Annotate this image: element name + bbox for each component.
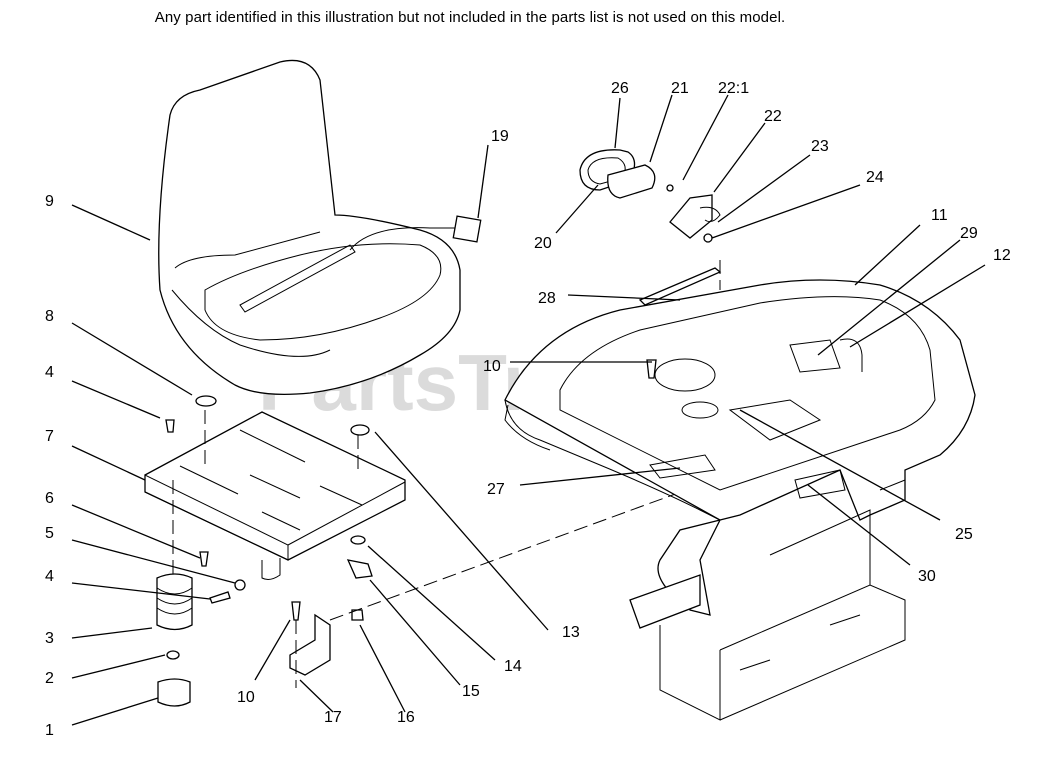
callout-27: 27 xyxy=(487,481,505,498)
callout-25: 25 xyxy=(955,526,973,543)
callout-12: 12 xyxy=(993,247,1011,264)
callout-22-1: 22:1 xyxy=(718,80,749,97)
nut-2 xyxy=(166,650,180,660)
callout-10-lower: 10 xyxy=(237,689,255,706)
callout-7: 7 xyxy=(45,428,54,445)
washer-13 xyxy=(350,424,370,436)
callout-30: 30 xyxy=(918,568,936,585)
callout-3: 3 xyxy=(45,630,54,647)
bolt-4b xyxy=(209,591,231,604)
bolt-4a xyxy=(165,419,175,433)
callout-4-lower: 4 xyxy=(45,568,54,585)
callout-10-upper: 10 xyxy=(483,358,501,375)
callout-labels: 9 8 4 7 6 5 4 3 2 1 19 10 17 16 15 14 13… xyxy=(45,80,1011,739)
callout-15: 15 xyxy=(462,683,480,700)
knob-15 xyxy=(346,559,373,579)
strip-28 xyxy=(638,267,722,306)
frame xyxy=(629,479,906,721)
bolt-10b xyxy=(646,359,657,379)
callout-26: 26 xyxy=(611,80,629,97)
callout-1: 1 xyxy=(45,722,54,739)
callout-11: 11 xyxy=(931,207,948,224)
bolt-10 xyxy=(291,601,301,621)
callout-19: 19 xyxy=(491,128,509,145)
washer-5 xyxy=(234,579,246,591)
spring-3 xyxy=(156,573,193,631)
seat-plate xyxy=(144,411,406,580)
leader-lines xyxy=(71,94,986,726)
callout-5: 5 xyxy=(45,525,54,542)
callout-23: 23 xyxy=(811,138,829,155)
callout-2: 2 xyxy=(45,670,54,687)
seat xyxy=(158,59,482,395)
bracket-17 xyxy=(289,613,331,676)
callout-22: 22 xyxy=(764,108,782,125)
callout-24: 24 xyxy=(866,169,884,186)
callout-4-upper: 4 xyxy=(45,364,54,381)
bumper-1 xyxy=(157,678,191,707)
washer-8 xyxy=(195,395,217,407)
callout-13: 13 xyxy=(562,624,580,641)
callout-28: 28 xyxy=(538,290,556,307)
callout-14: 14 xyxy=(504,658,522,675)
callout-20: 20 xyxy=(534,235,552,252)
callout-17: 17 xyxy=(324,709,342,726)
callout-6: 6 xyxy=(45,490,54,507)
callout-21: 21 xyxy=(671,80,689,97)
callout-16: 16 xyxy=(397,709,415,726)
washer-14 xyxy=(350,535,366,545)
reflector-assembly xyxy=(579,149,721,243)
fender xyxy=(504,279,976,616)
callout-29: 29 xyxy=(960,225,978,242)
callout-8: 8 xyxy=(45,308,54,325)
bolt-6 xyxy=(199,551,209,567)
callout-9: 9 xyxy=(45,193,54,210)
seat-switch xyxy=(452,215,482,243)
header-note: Any part identified in this illustration… xyxy=(154,9,786,26)
